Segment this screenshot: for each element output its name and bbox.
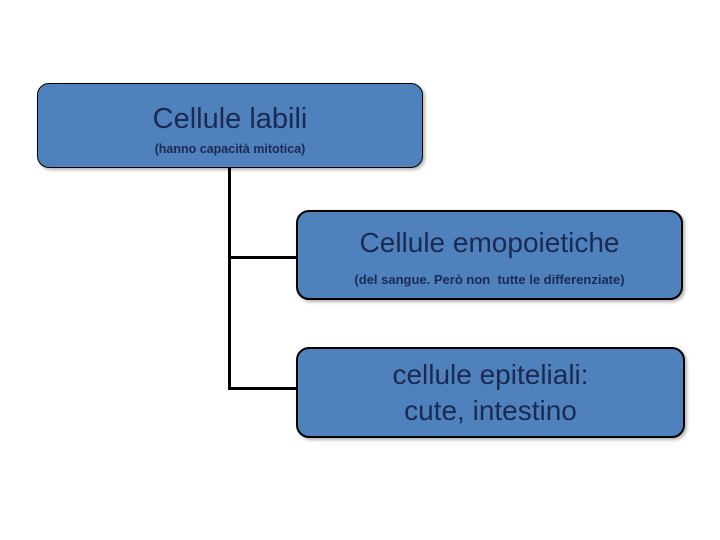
node-cellule-epiteliali: cellule epiteliali: cute, intestino (296, 347, 685, 438)
node-cellule-epiteliali-line2: cute, intestino (404, 394, 577, 426)
connector-branch-emopoietiche (228, 256, 297, 259)
node-cellule-labili: Cellule labili (hanno capacità mitotica) (37, 83, 423, 168)
node-cellule-emopoietiche: Cellule emopoietiche (del sangue. Però n… (296, 210, 683, 300)
node-cellule-labili-subtitle: (hanno capacità mitotica) (154, 142, 306, 157)
node-cellule-emopoietiche-title: Cellule emopoietiche (359, 227, 620, 259)
node-cellule-epiteliali-line1: cellule epiteliali: (392, 358, 589, 390)
connector-branch-epiteliali (228, 387, 297, 390)
node-cellule-labili-title: Cellule labili (152, 102, 308, 135)
connector-trunk-line (228, 168, 231, 390)
node-cellule-emopoietiche-subtitle: (del sangue. Però non tutte le differenz… (354, 271, 625, 287)
